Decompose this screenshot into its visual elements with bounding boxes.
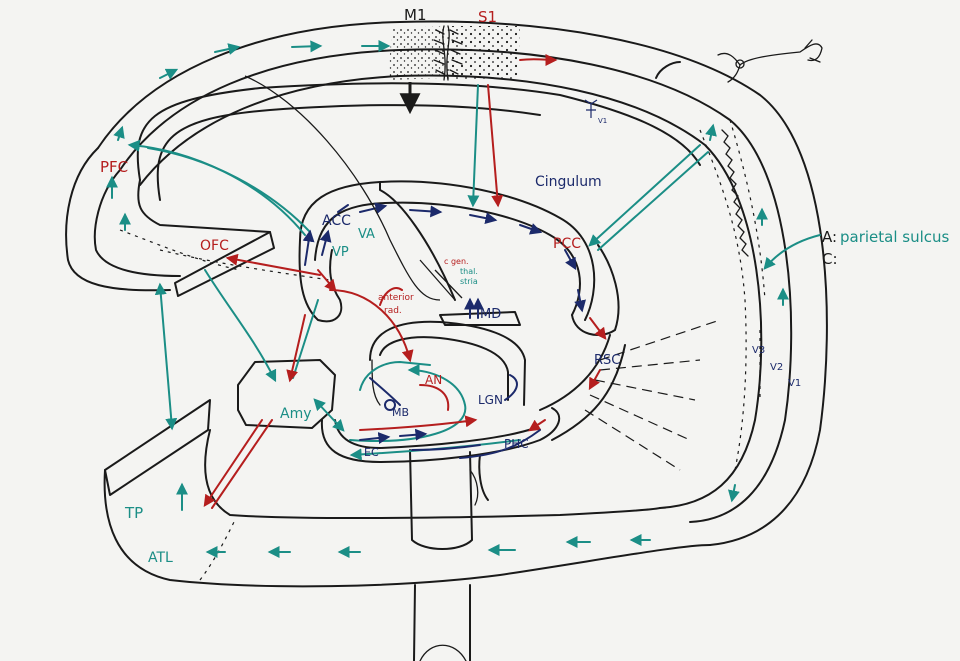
label-vp: VP [332, 245, 349, 260]
label-small-2: thal. [460, 267, 478, 276]
label-parietal-c: C: [822, 250, 838, 268]
label-small-1: c gen. [444, 257, 469, 266]
thalamus [369, 311, 526, 406]
label-cingulum: Cingulum [535, 174, 602, 190]
label-va: VA [358, 227, 375, 242]
hippocampal-region [320, 334, 626, 501]
label-v1: V1 [788, 378, 801, 389]
label-an: AN [425, 373, 442, 387]
label-mb: MB [392, 406, 409, 419]
navy-cingulate-flow [302, 202, 587, 459]
label-lgn: LGN [478, 393, 503, 407]
label-parietal-sulcus: parietal sulcus [840, 228, 950, 246]
label-ec: EC [364, 446, 379, 459]
brainstem [409, 449, 479, 661]
label-amy: Amy [280, 406, 312, 422]
label-atl: ATL [148, 550, 173, 566]
label-anterior: anterior [378, 293, 414, 303]
label-rsc: RSC [594, 353, 620, 368]
labels: M1 S1 PFC OFC ACC VP VA Cingulum PCC RSC… [100, 6, 950, 566]
motor-sensory-strip [388, 25, 520, 81]
label-tp: TP [124, 504, 143, 522]
parietal-sulcus-squiggle [721, 129, 749, 257]
red-projections [203, 53, 607, 509]
label-ofc: OFC [200, 238, 229, 254]
label-v-small: V1 [598, 117, 607, 125]
label-v2: V2 [770, 362, 783, 373]
small-neuron-icon [584, 99, 598, 118]
label-s1: S1 [478, 8, 497, 26]
label-phc: PHC [504, 437, 529, 451]
label-rad: rad. [384, 306, 402, 316]
label-md: MD [480, 307, 501, 322]
label-acc: ACC [322, 213, 351, 229]
label-small-3: stria [460, 277, 478, 286]
visual-radiation [119, 119, 766, 471]
neuron-sketch-icon [717, 39, 823, 83]
label-m1: M1 [404, 6, 427, 24]
label-pfc: PFC [100, 158, 128, 176]
label-parietal-a: A: [822, 228, 837, 246]
teal-dorsal-stream [106, 40, 821, 558]
label-pcc: PCC [553, 236, 581, 252]
label-v3: V3 [752, 345, 765, 356]
black-arrows [244, 75, 463, 301]
